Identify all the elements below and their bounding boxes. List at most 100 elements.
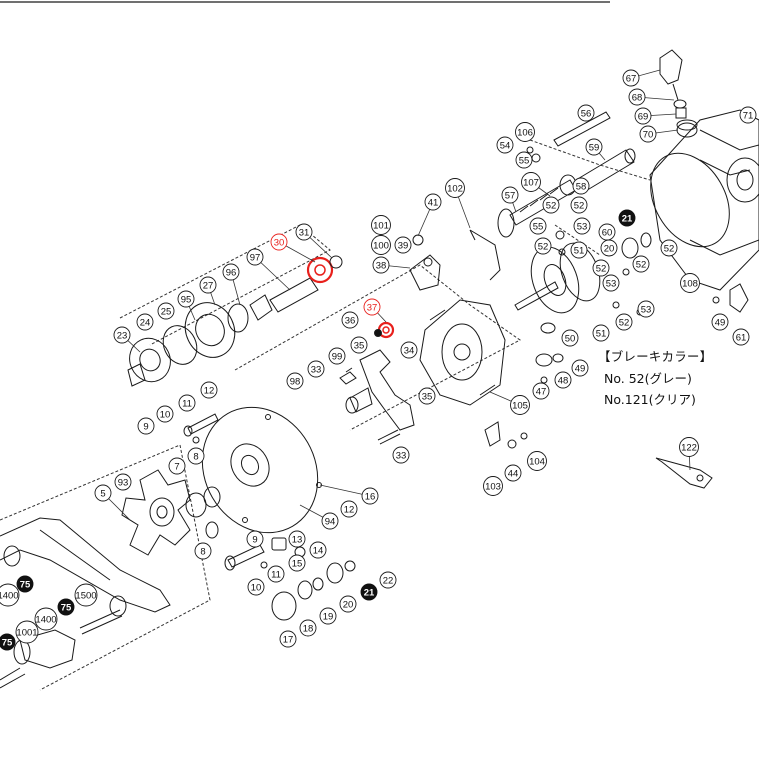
callout-number: 10 [251,582,262,593]
callout-number: 100 [373,240,389,251]
callout-58: 58 [572,177,590,195]
callout-number: 61 [736,332,747,343]
callout-number: 97 [250,252,261,263]
callout-number: 35 [354,340,365,351]
callout-number: 57 [505,190,516,201]
callout-number: 11 [182,398,192,409]
callout-number: 105 [512,400,528,411]
callout-number: 69 [638,111,649,122]
callout-99: 99 [328,347,346,365]
callout-number: 75 [20,579,31,590]
callout-number: 10 [160,409,171,420]
brake-color-note-title: 【ブレーキカラー】 [598,349,713,364]
callout-number: 31 [299,227,310,238]
handle-side-plate-part [201,406,322,534]
callout-1500: 1500 [74,583,98,607]
callout-number: 75 [61,602,72,613]
callout-number: 22 [383,575,394,586]
callout-14: 14 [309,541,327,559]
callout-number: 8 [193,451,198,462]
callout-number: 12 [204,385,215,396]
callout-10: 10 [156,405,174,423]
callout-107: 107 [521,172,541,192]
brake-tool-part [655,457,713,489]
callout-59: 59 [585,138,603,156]
callout-number: 52 [619,317,630,328]
callout-23: 23 [113,326,131,344]
callout-number: 36 [345,315,356,326]
callout-number: 95 [181,294,192,305]
callout-number: 38 [376,260,387,271]
callout-30: 30 [270,233,288,251]
callout-number: 25 [161,306,172,317]
callout-52: 52 [632,255,650,273]
callout-8: 8 [194,542,212,560]
callout-1400: 1400 [0,583,20,607]
callout-number: 1400 [0,590,19,601]
callout-33: 33 [392,446,410,464]
callout-70: 70 [639,125,657,143]
callout-56: 56 [577,104,595,122]
callout-75: 75 [57,598,75,616]
callout-number: 35 [422,391,433,402]
callout-number: 12 [344,504,355,515]
callout-number: 1001 [16,627,37,638]
callout-20: 20 [339,595,357,613]
callout-number: 52 [636,259,647,270]
washer-part [185,486,221,539]
brake-color-note-line-2: No.121(クリア) [604,392,696,407]
callout-number: 34 [404,345,415,356]
callout-number: 48 [558,375,569,386]
callout-number: 9 [252,534,257,545]
callout-9: 9 [246,530,264,548]
callout-number: 60 [602,227,613,238]
callout-53: 53 [637,300,655,318]
callout-number: 98 [290,376,301,387]
callout-number: 14 [313,545,324,556]
callout-number: 103 [485,481,501,492]
callout-75: 75 [0,633,16,651]
callout-number: 20 [343,599,354,610]
callout-number: 13 [292,534,303,545]
callout-number: 122 [681,442,697,453]
callout-number: 19 [323,611,334,622]
callout-48: 48 [554,371,572,389]
callout-22: 22 [379,571,397,589]
callout-1400: 1400 [34,607,58,631]
callout-number: 33 [311,364,322,375]
callout-number: 75 [2,637,13,648]
callout-39: 39 [394,236,412,254]
callout-number: 18 [303,623,314,634]
side-plate-part [419,299,506,406]
callout-71: 71 [739,106,757,124]
callout-1001: 1001 [15,620,39,644]
callout-number: 53 [577,221,588,232]
callout-37: 37 [363,298,381,316]
callout-21: 21 [360,583,378,601]
callout-35: 35 [418,387,436,405]
callout-67: 67 [622,69,640,87]
callout-number: 16 [365,491,376,502]
callout-number: 52 [574,200,585,211]
callout-49: 49 [711,313,729,331]
callout-10: 10 [247,578,265,596]
callout-94: 94 [321,512,339,530]
callout-53: 53 [602,274,620,292]
callout-number: 30 [274,237,285,248]
spring-clip-part [469,229,501,281]
callout-number: 106 [517,127,533,138]
callout-12: 12 [340,500,358,518]
callout-number: 55 [519,155,530,166]
callout-36: 36 [341,311,359,329]
callout-number: 8 [200,546,205,557]
callout-52: 52 [615,313,633,331]
callout-number: 50 [565,333,576,344]
callout-number: 53 [606,278,617,289]
callout-number: 41 [428,197,439,208]
callout-103: 103 [483,476,503,496]
callout-25: 25 [157,302,175,320]
callout-52: 52 [592,259,610,277]
callout-44: 44 [504,464,522,482]
callout-20: 20 [600,239,618,257]
callout-number: 1500 [75,590,96,601]
